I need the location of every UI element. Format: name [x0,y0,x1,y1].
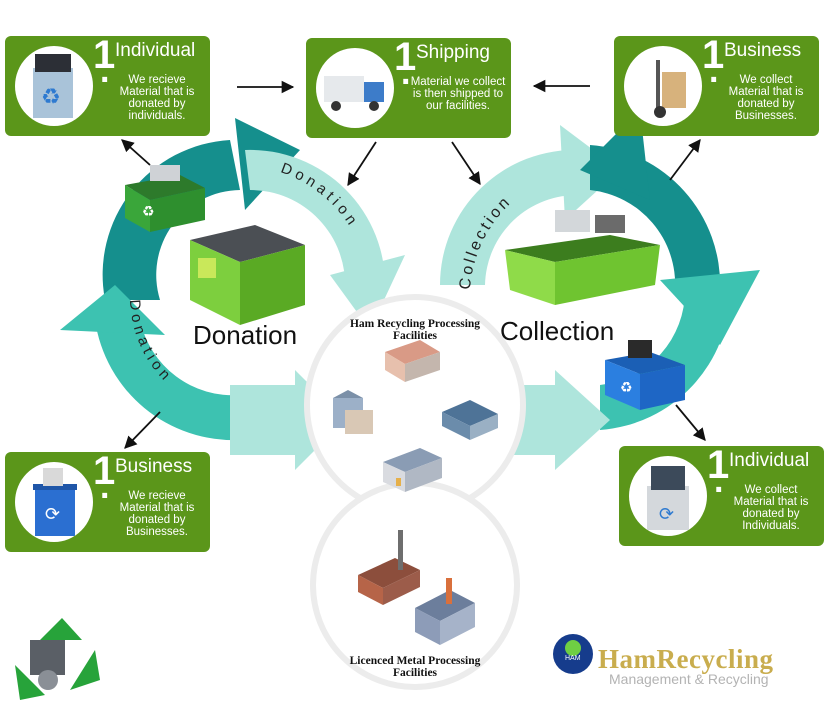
green-dumpster-icon [190,225,305,325]
logo-subtitle: Management & Recycling [609,671,769,687]
svg-text:♻: ♻ [620,380,633,396]
office-building-icon [333,390,373,434]
card-title: Business [115,456,193,477]
svg-text:♻: ♻ [41,85,61,110]
card-business-donor: ⟳ 1 Business We recieve Material that is… [5,449,210,552]
svg-text:♻: ♻ [142,204,155,220]
roll-off-dumpster-icon [505,210,660,305]
card-title: Shipping [416,42,490,63]
logo-badge-icon [553,634,593,674]
card-title: Individual [729,450,810,471]
card-title: Individual [115,40,196,61]
hand-truck-icon [624,46,702,126]
donation-cycle-arrows [60,118,405,470]
factory-building-icon [383,448,442,492]
card-description: We recieve Material that is donated by i… [119,74,195,122]
hangar-icon [442,400,498,440]
step-number: 1 [93,448,115,510]
card-title: Business [724,40,802,61]
card-business-collect: 1 Business We collect Material that is d… [614,33,819,136]
recycle-bin-icon: ♻ [15,46,93,126]
svg-text:⟳: ⟳ [45,504,60,525]
card-description: We recieve Material that is donated by B… [119,490,195,538]
card-description: We collect Material that is donated by I… [733,484,809,532]
metal-facility-label: Licenced Metal Processing Facilities [349,655,481,679]
card-description: We collect Material that is donated by B… [728,74,804,122]
factory-icon [358,530,475,645]
recycle-can-icon: ⟳ [629,456,707,536]
connector-arrows [121,79,706,449]
svg-text:⟳: ⟳ [659,504,674,525]
collection-label: Collection [500,316,615,346]
step-number: 1 [93,32,115,94]
truck-icon [316,48,394,128]
blue-recycle-bin-icon: ♻ [605,340,685,410]
green-bin-icon: ♻ [125,165,205,232]
logo-badge-text: HAM [565,655,581,662]
step-number: 1 [394,34,416,96]
donation-label: Donation [193,320,298,350]
card-individual-donor: ♻ 1 Individual We recieve Material that … [5,33,210,136]
processing-facility-label: Ham Recycling Processing Facilities [349,318,481,342]
step-number: 1 [702,32,724,94]
blue-bin-icon: ⟳ [15,462,93,542]
warehouse-icon [385,340,440,382]
recycle-symbol-icon [15,618,100,700]
card-individual-collect: ⟳ 1 Individual We collect Material that … [619,443,824,546]
card-shipping: 1 Shipping Material we collect is then s… [306,35,511,138]
logo-name: HamRecycling [598,644,774,674]
card-description: Material we collect is then shipped to o… [410,76,506,112]
step-number: 1 [707,442,729,504]
